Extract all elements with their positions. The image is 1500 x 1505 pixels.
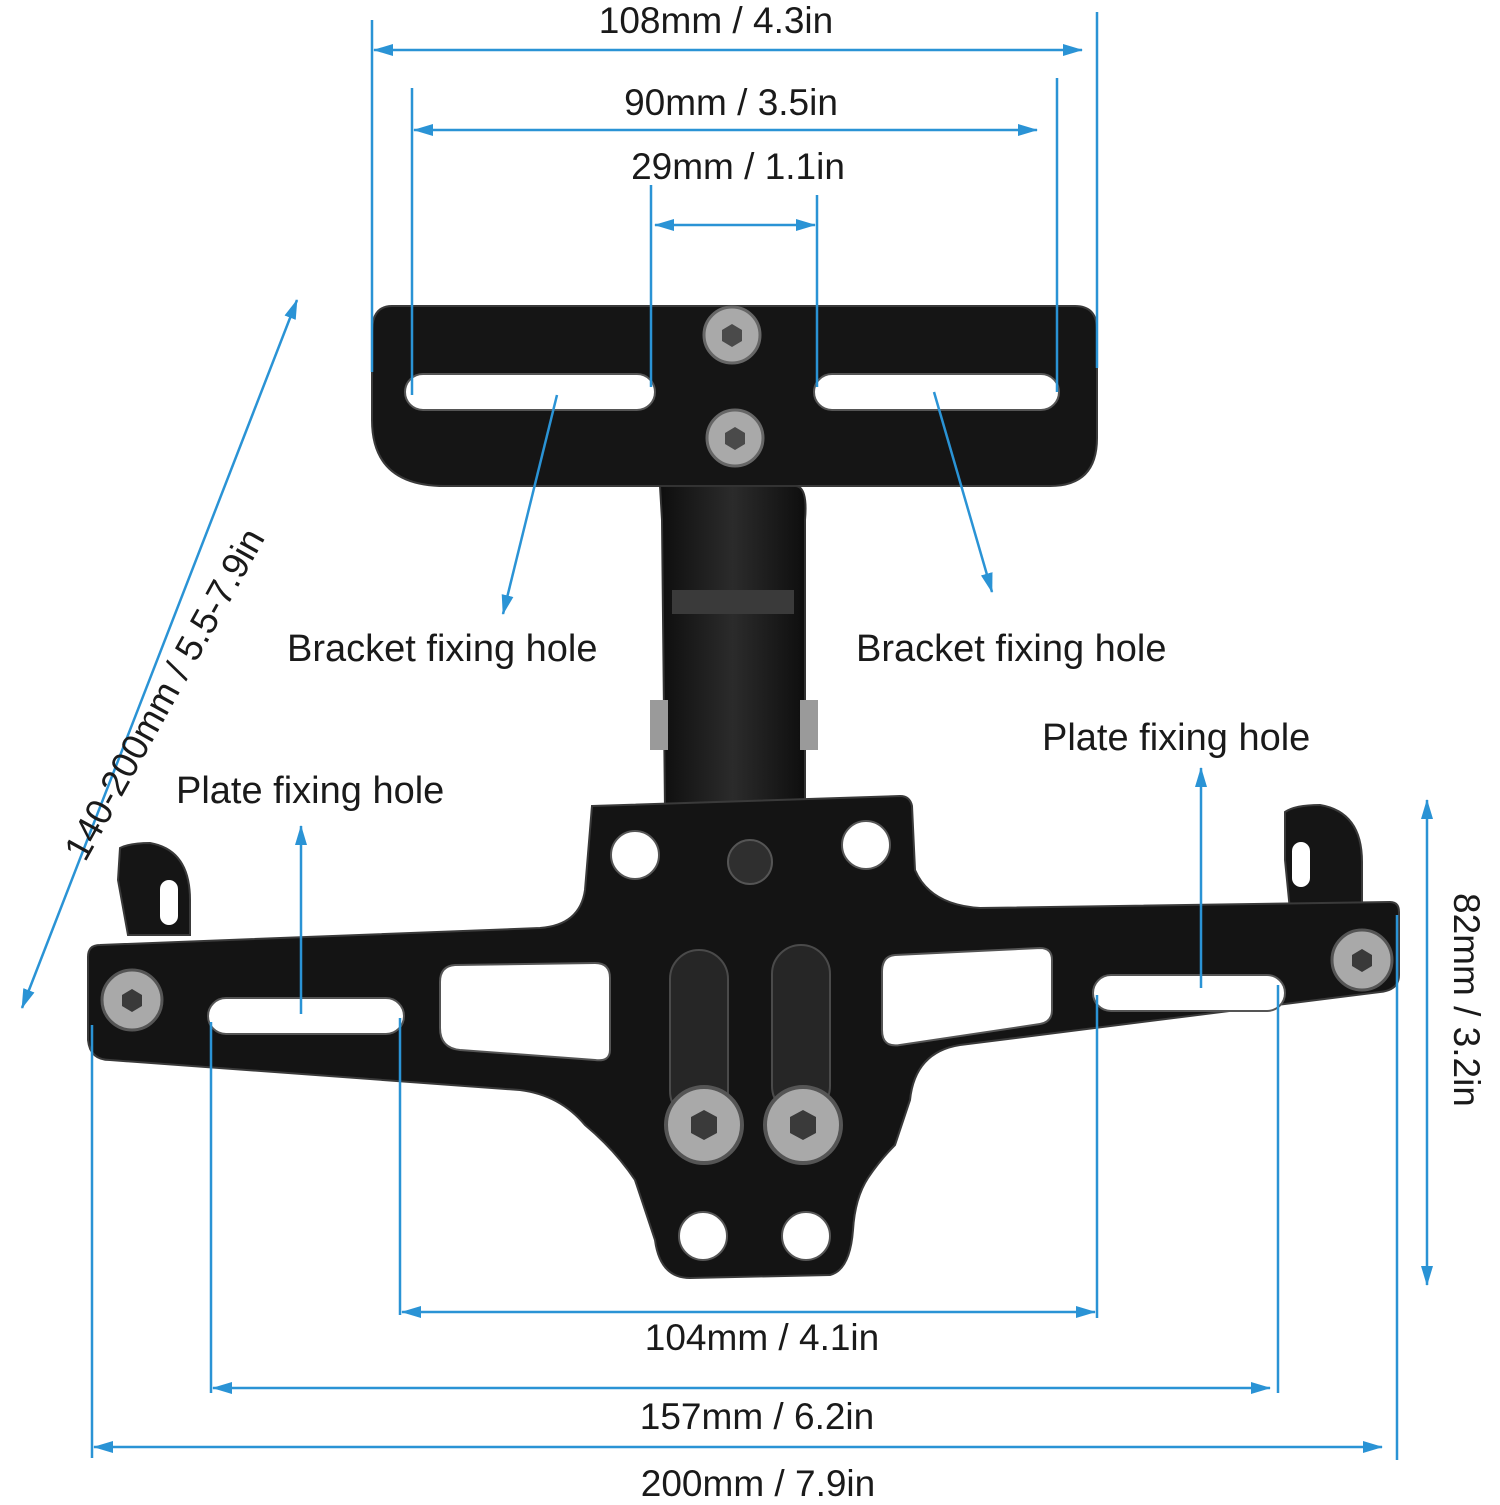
callout-label-plate-left: Plate fixing hole (176, 770, 445, 812)
plate-slot-right (1092, 974, 1286, 1012)
mount-hole (781, 1211, 831, 1261)
bolt-icon (664, 1085, 744, 1165)
bolt-icon (705, 408, 765, 468)
plate-slot-left (207, 997, 405, 1035)
dim-label-top-outer: 108mm / 4.3in (598, 0, 834, 41)
mount-hole (841, 820, 891, 870)
callout-arrow-bracket-right (932, 391, 994, 593)
bolt-icon (1330, 928, 1394, 992)
mount-hole (610, 830, 660, 880)
vertical-arm (650, 485, 818, 811)
plate-frame (87, 794, 1400, 1280)
dim-label-bottom-outer: 200mm / 7.9in (640, 1463, 876, 1504)
bracket-slot-right (813, 373, 1060, 411)
mount-hole (727, 839, 773, 885)
dim-arrow-height-range (20, 299, 299, 1009)
mount-hole (678, 1211, 728, 1261)
dimension-arrows (20, 44, 1433, 1453)
bolt-icon (763, 1085, 843, 1165)
dim-label-plate-height: 82mm / 3.2in (1446, 893, 1487, 1107)
dim-label-bottom-middle: 157mm / 6.2in (639, 1396, 875, 1437)
callout-label-bracket-right: Bracket fixing hole (856, 628, 1167, 670)
callout-arrow-bracket-left (501, 394, 559, 615)
callout-label-plate-right: Plate fixing hole (1042, 717, 1311, 759)
bracket-slot-left (404, 373, 656, 411)
dim-label-top-center: 29mm / 1.1in (631, 146, 845, 187)
callout-label-bracket-left: Bracket fixing hole (287, 628, 598, 670)
dim-label-bottom-inner: 104mm / 4.1in (644, 1317, 880, 1358)
callout-arrows (295, 391, 1207, 1014)
top-bracket-plate (371, 305, 1098, 487)
bolt-icon (702, 305, 762, 365)
bolt-icon (100, 968, 164, 1032)
dim-label-top-inner: 90mm / 3.5in (624, 82, 838, 123)
extension-lines (90, 12, 1399, 1460)
